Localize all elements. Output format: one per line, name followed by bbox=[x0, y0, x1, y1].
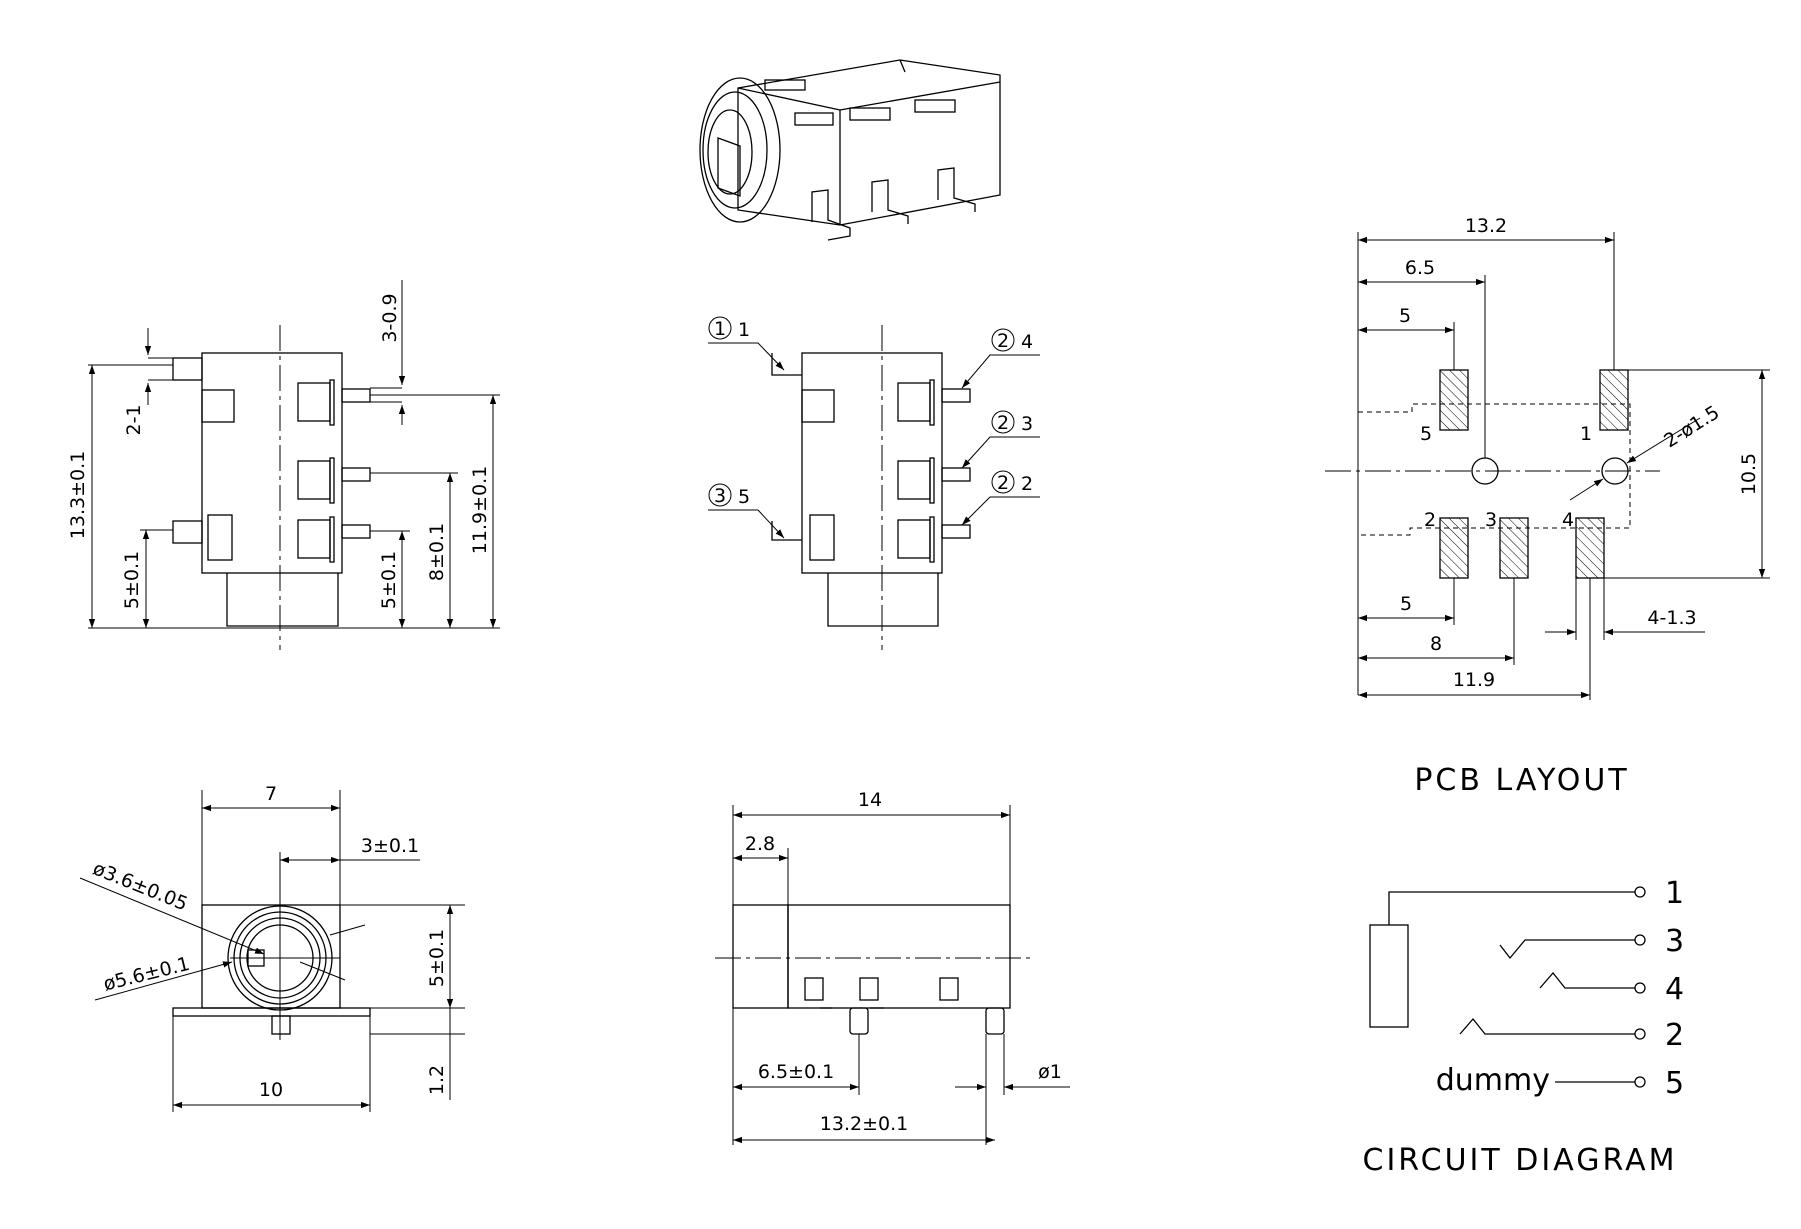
circuit-diagram: 1 3 4 2 5 dummy CIRCUIT DIAGRAM bbox=[1363, 876, 1685, 1178]
dim-pcb-pad-width: 4-1.3 bbox=[1647, 607, 1696, 629]
dim-pcb-pad5-x: 5 bbox=[1399, 305, 1411, 327]
circuit-dummy-label: dummy bbox=[1436, 1063, 1550, 1098]
pin-circle-2a: 2 bbox=[997, 330, 1009, 352]
pin-circle-1: 1 bbox=[714, 318, 726, 340]
pin-label-5: 5 bbox=[738, 486, 750, 508]
pin-circle-2b: 2 bbox=[997, 412, 1009, 434]
dim-bottom-nose: 2.8 bbox=[745, 833, 775, 855]
circuit-pin-3: 3 bbox=[1665, 924, 1684, 959]
dim-bottom-post2: 13.2±0.1 bbox=[820, 1113, 908, 1135]
front-view: 7 3±0.1 ø3.6±0.05 ø5.6±0.1 5±0.1 1.2 10 bbox=[79, 783, 465, 1112]
dim-front-width: 7 bbox=[265, 783, 277, 805]
dim-side-tab: 2-1 bbox=[123, 404, 145, 435]
pin-label-4: 4 bbox=[1021, 331, 1033, 353]
pcb-pad-1: 1 bbox=[1580, 423, 1592, 445]
pcb-layout-title: PCB LAYOUT bbox=[1414, 763, 1629, 798]
dim-front-small-hole: ø3.6±0.05 bbox=[90, 857, 191, 915]
circuit-pin-1: 1 bbox=[1665, 876, 1684, 911]
bottom-view: 14 2.8 6.5±0.1 ø1 13.2±0.1 bbox=[715, 789, 1070, 1145]
dim-bottom-length: 14 bbox=[858, 789, 882, 811]
pin-label-1: 1 bbox=[738, 319, 750, 341]
dim-bottom-post-dia: ø1 bbox=[1038, 1061, 1062, 1083]
circuit-diagram-title: CIRCUIT DIAGRAM bbox=[1363, 1143, 1678, 1178]
dim-pcb-height: 10.5 bbox=[1738, 453, 1760, 495]
circuit-pin-5: 5 bbox=[1665, 1066, 1684, 1101]
dim-pcb-width: 13.2 bbox=[1465, 215, 1507, 237]
dim-pcb-pad3-x: 8 bbox=[1430, 633, 1442, 655]
pcb-pad-2: 2 bbox=[1424, 509, 1436, 531]
pcb-layout: 5 1 2 3 4 13.2 6.5 5 10.5 2-ø1.5 5 8 11.… bbox=[1325, 215, 1770, 798]
dim-front-base-height: 1.2 bbox=[426, 1065, 448, 1095]
circuit-pin-2: 2 bbox=[1665, 1018, 1684, 1053]
pin-circle-2c: 2 bbox=[997, 472, 1009, 494]
pcb-pad-4: 4 bbox=[1562, 509, 1574, 531]
dim-side-mid: 8±0.1 bbox=[426, 523, 448, 581]
dim-pcb-pad4-x: 11.9 bbox=[1453, 669, 1495, 691]
pcb-pad-5: 5 bbox=[1420, 423, 1432, 445]
dim-side-pin-right: 5±0.1 bbox=[378, 551, 400, 609]
dim-side-top: 11.9±0.1 bbox=[469, 466, 491, 554]
dim-side-height: 13.3±0.1 bbox=[67, 451, 89, 539]
dim-side-pitch: 3-0.9 bbox=[379, 293, 401, 342]
dim-side-pin-left: 5±0.1 bbox=[121, 551, 143, 609]
dim-front-height: 5±0.1 bbox=[426, 929, 448, 987]
pin-labeled-view: 1 1 3 5 2 4 2 3 2 2 bbox=[708, 316, 1040, 650]
dim-front-offset: 3±0.1 bbox=[361, 835, 419, 857]
dim-front-large-hole: ø5.6±0.1 bbox=[101, 953, 192, 996]
pin-label-3: 3 bbox=[1021, 413, 1033, 435]
dim-pcb-hole-x: 6.5 bbox=[1405, 257, 1435, 279]
dim-pcb-holes: 2-ø1.5 bbox=[1660, 401, 1723, 452]
pcb-pad-3: 3 bbox=[1485, 509, 1497, 531]
circuit-pin-4: 4 bbox=[1665, 972, 1684, 1007]
dim-pcb-pad2-x: 5 bbox=[1400, 593, 1412, 615]
isometric-view bbox=[699, 59, 1001, 241]
side-view: 2-1 13.3±0.1 5±0.1 3-0.9 11.9±0.1 8±0.1 … bbox=[67, 280, 500, 650]
dim-bottom-post1: 6.5±0.1 bbox=[758, 1061, 834, 1083]
dim-front-base-width: 10 bbox=[259, 1079, 283, 1101]
pin-label-2: 2 bbox=[1021, 473, 1033, 495]
pin-circle-3: 3 bbox=[714, 485, 726, 507]
